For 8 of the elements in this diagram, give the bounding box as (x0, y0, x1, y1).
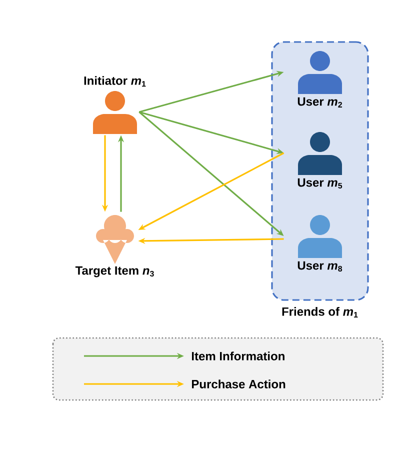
legend-label: Purchase Action (192, 380, 286, 388)
node-label: User m$_{2}$ (298, 97, 342, 108)
node-label: User m$_{5}$ (298, 178, 342, 189)
legend-label: Item Information (192, 352, 284, 360)
node-label: Friends of m$_{1}$ (282, 307, 358, 318)
node-label: User m$_{8}$ (298, 261, 342, 272)
node-label: Initiator m$_{1}$ (84, 76, 146, 87)
node-label: Target Item n$_{3}$ (75, 266, 154, 278)
